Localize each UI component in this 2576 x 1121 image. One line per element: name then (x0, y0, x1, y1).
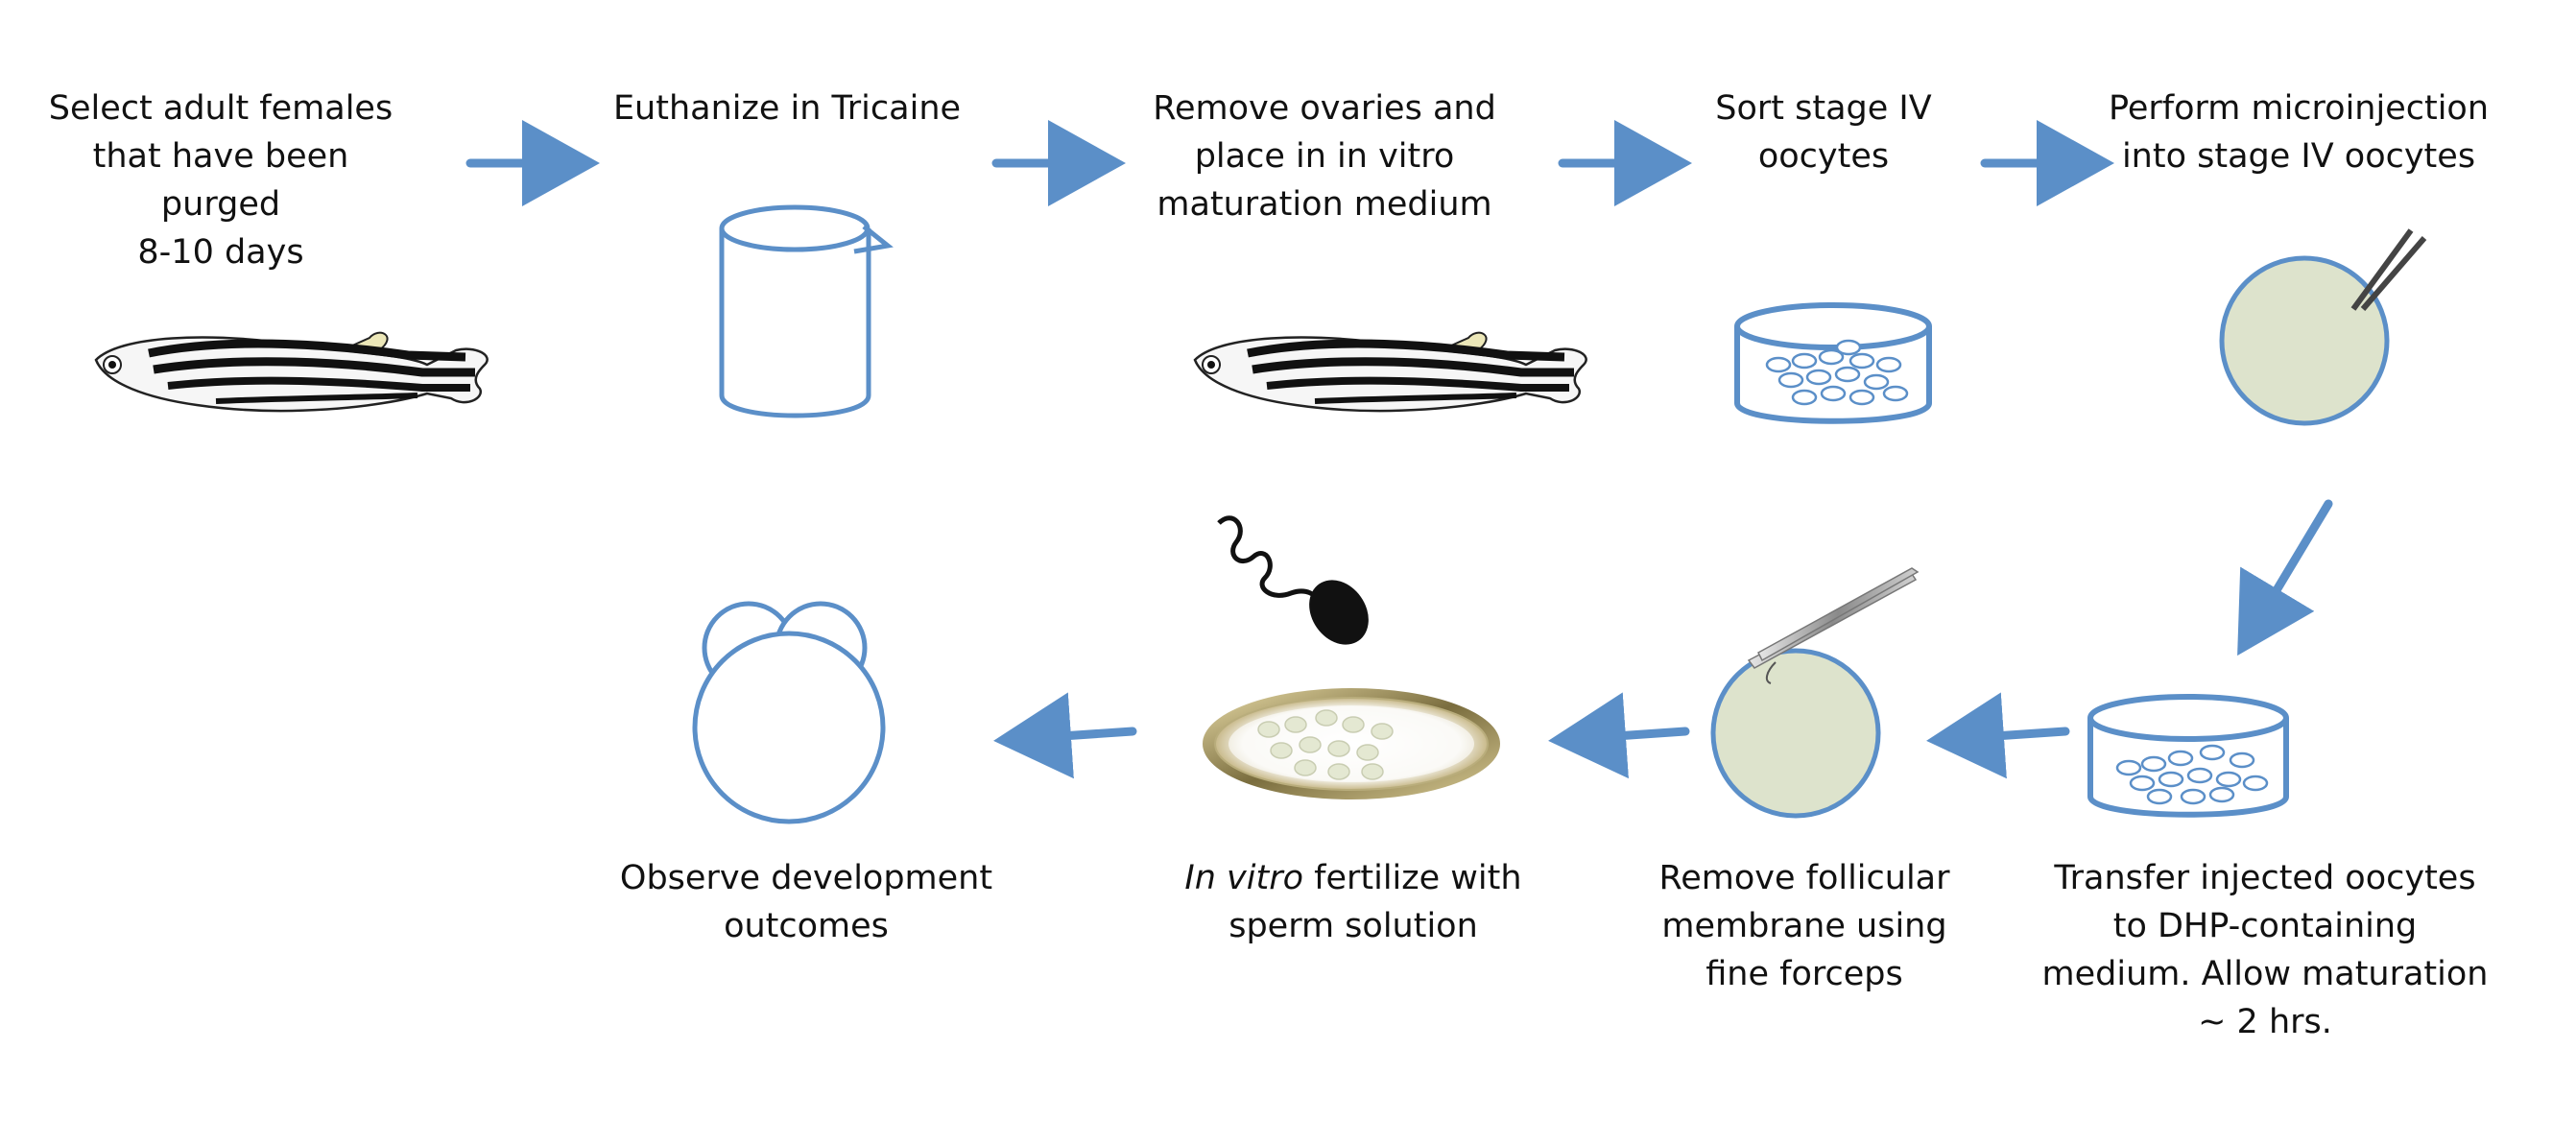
embryo-icon (692, 601, 886, 824)
in-vitro-italic: In vitro (1184, 859, 1304, 897)
petri-dish-icon (2087, 694, 2289, 818)
forceps-oocyte-icon (1710, 567, 1920, 819)
step-microinject-label: Perform microinjection into stage IV ooc… (2108, 89, 2490, 176)
step-sort-label: Sort stage IV oocytes (1715, 89, 1932, 176)
step-follicular-label: Remove follicular membrane using fine fo… (1658, 859, 1950, 993)
zebrafish-icon (1193, 331, 1587, 413)
microinjected-oocyte-icon (2219, 228, 2427, 426)
arrow-5 (2237, 499, 2333, 656)
step-euthanize-label: Euthanize in Tricaine (612, 89, 962, 128)
arrow-8 (993, 692, 1137, 779)
step-select-label: Select adult females that have been purg… (48, 89, 394, 272)
step-transfer-label: Transfer injected oocytes to DHP-contain… (2041, 859, 2489, 1041)
arrow-7 (1548, 692, 1690, 779)
beaker-icon (719, 204, 894, 418)
needle-icon (2350, 228, 2414, 311)
step-fertilize-label: In vitro fertilize with sperm solution (1184, 859, 1522, 945)
zebrafish-icon (94, 331, 489, 413)
step-ovaries-label: Remove ovaries and place in in vitro mat… (1153, 89, 1496, 224)
arrows (465, 120, 2333, 779)
petri-dish-icon (1734, 302, 1932, 424)
step-observe-label: Observe development outcomes (619, 859, 993, 945)
sperm-icon (1217, 515, 1369, 645)
fertilization-dish-icon (1203, 688, 1500, 799)
arrow-6 (1926, 692, 2070, 779)
